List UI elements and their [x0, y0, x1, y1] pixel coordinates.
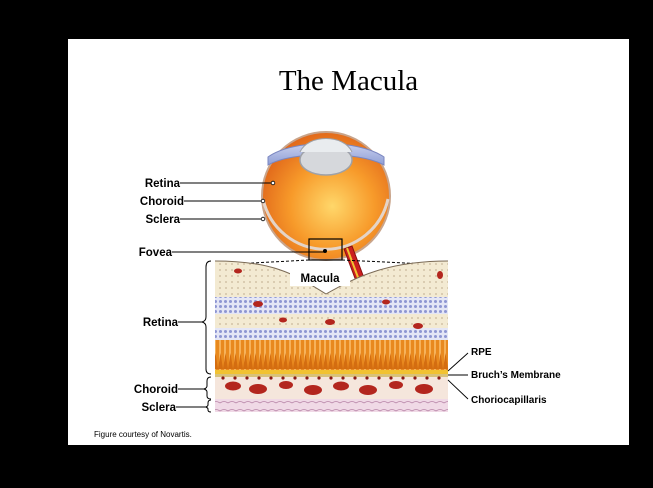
label-choriocapillaris: Choriocapillaris — [471, 395, 547, 406]
retina-bracket — [202, 261, 211, 374]
macula-label: Macula — [301, 273, 341, 285]
inner-nuclear-layer — [215, 328, 448, 340]
eye-label-fovea: Fovea — [139, 247, 173, 259]
section-label-sclera: Sclera — [141, 402, 176, 414]
section-label-retina: Retina — [143, 317, 179, 329]
sclera-layer — [215, 399, 448, 412]
choroid-bracket — [204, 377, 211, 399]
label-rpe: RPE — [471, 347, 492, 358]
macula-diagram: Retina Choroid Sclera Fovea Macula Retin… — [68, 39, 629, 445]
section-label-choroid: Choroid — [134, 384, 178, 396]
slide: The Macula — [68, 39, 629, 445]
eye-label-choroid: Choroid — [140, 196, 184, 208]
eye-label-sclera: Sclera — [145, 214, 180, 226]
eye-label-retina: Retina — [145, 178, 181, 190]
figure-credit: Figure courtesy of Novartis. — [94, 430, 192, 439]
eyeball-illustration — [262, 132, 390, 281]
rpe-layer — [215, 370, 448, 374]
photoreceptor-layer — [215, 340, 448, 370]
sclera-bracket — [206, 400, 211, 412]
ganglion-cell-layer — [215, 297, 448, 314]
label-bruchs-membrane: Bruch’s Membrane — [471, 370, 561, 381]
